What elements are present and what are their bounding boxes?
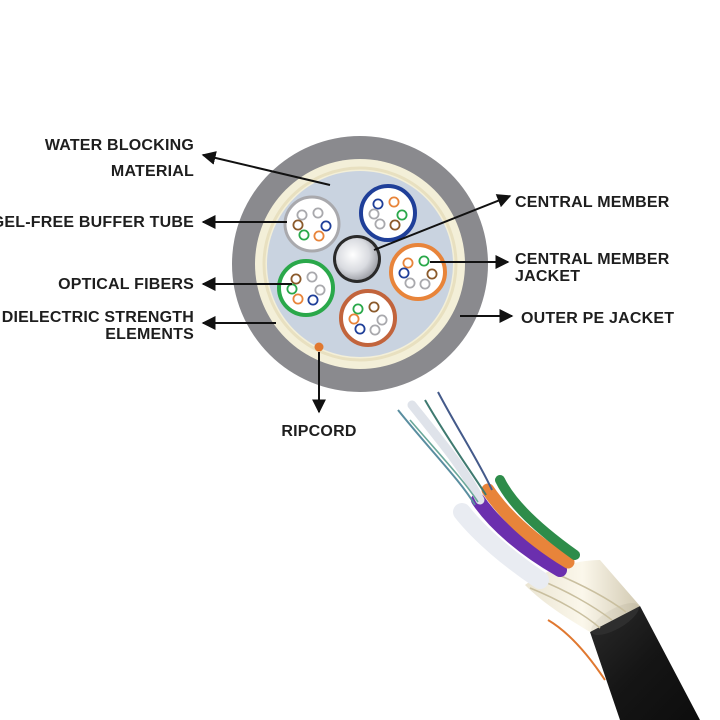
label-ripcord: RIPCORD [281,423,356,440]
buffer-tube-blue [359,184,417,242]
stripped-cable-photo [397,391,700,720]
central-member [336,238,378,280]
optical-fiber [292,293,304,305]
ripcord [314,342,324,352]
optical-fiber [320,220,332,232]
optical-fiber [388,196,400,208]
label-cm-jacket-line1: CENTRAL MEMBER [515,251,670,268]
buffer-tube-green [277,259,335,317]
fiber-white-1 [407,400,485,505]
optical-fiber [348,313,360,325]
optical-fiber [376,314,388,326]
cable-outer-jacket [590,606,700,720]
optical-fiber [419,278,431,290]
labels: WATER BLOCKING MATERIAL GEL-FREE BUFFER … [0,137,674,440]
optical-fiber [396,209,408,221]
optical-fiber [313,230,325,242]
label-cm-jacket-line2: JACKET [515,268,580,285]
optical-fiber [372,198,384,210]
fiber-strand-2 [437,391,493,491]
optical-fiber [292,219,304,231]
tube-orange [481,483,575,569]
label-central-member: CENTRAL MEMBER [515,194,670,211]
label-optical-fibers: OPTICAL FIBERS [58,276,194,293]
optical-fiber [398,267,410,279]
label-water-blocking-line2: MATERIAL [111,163,194,180]
buffer-tube-brown [339,289,397,347]
optical-fiber [418,255,430,267]
optical-fiber [368,208,380,220]
optical-fiber [296,209,308,221]
label-strength-line2: ELEMENTS [105,326,194,343]
optical-fibers-group [286,196,438,336]
optical-fiber [354,323,366,335]
buffer-tube-white [283,195,341,253]
optical-fiber [352,303,364,315]
aramid-yarn [525,560,640,632]
tube-white [453,503,549,589]
ripcord-thread [547,619,606,681]
optical-fiber [286,283,298,295]
optical-fiber [374,218,386,230]
optical-fiber [298,229,310,241]
optical-fiber [404,277,416,289]
label-strength-line1: DIELECTRIC STRENGTH [2,309,194,326]
optical-fiber [426,268,438,280]
optical-fiber [314,284,326,296]
label-water-blocking-line1: WATER BLOCKING [45,137,194,154]
optical-fiber [306,271,318,283]
optical-fiber [307,294,319,306]
fiber-strand-1 [397,409,476,506]
optical-fiber [389,219,401,231]
fiber-strand-3 [424,399,487,496]
optical-fiber [369,324,381,336]
optical-fiber [402,257,414,269]
optical-fiber [290,273,302,285]
buffer-tube-orange [389,243,447,301]
callout-arrows [201,151,514,414]
arrow-central-member [373,194,512,251]
label-buffer-tube: GEL-FREE BUFFER TUBE [0,214,194,231]
dielectric-strength-ring [262,166,458,362]
optical-fiber [312,207,324,219]
arrow-water-blocking [201,151,331,186]
tube-green [495,475,580,560]
tube-purple [471,493,567,577]
fiber-strand-4 [409,419,479,503]
cable-cross-section [232,136,488,392]
label-outer-jacket: OUTER PE JACKET [521,310,674,327]
optical-fiber [368,301,380,313]
